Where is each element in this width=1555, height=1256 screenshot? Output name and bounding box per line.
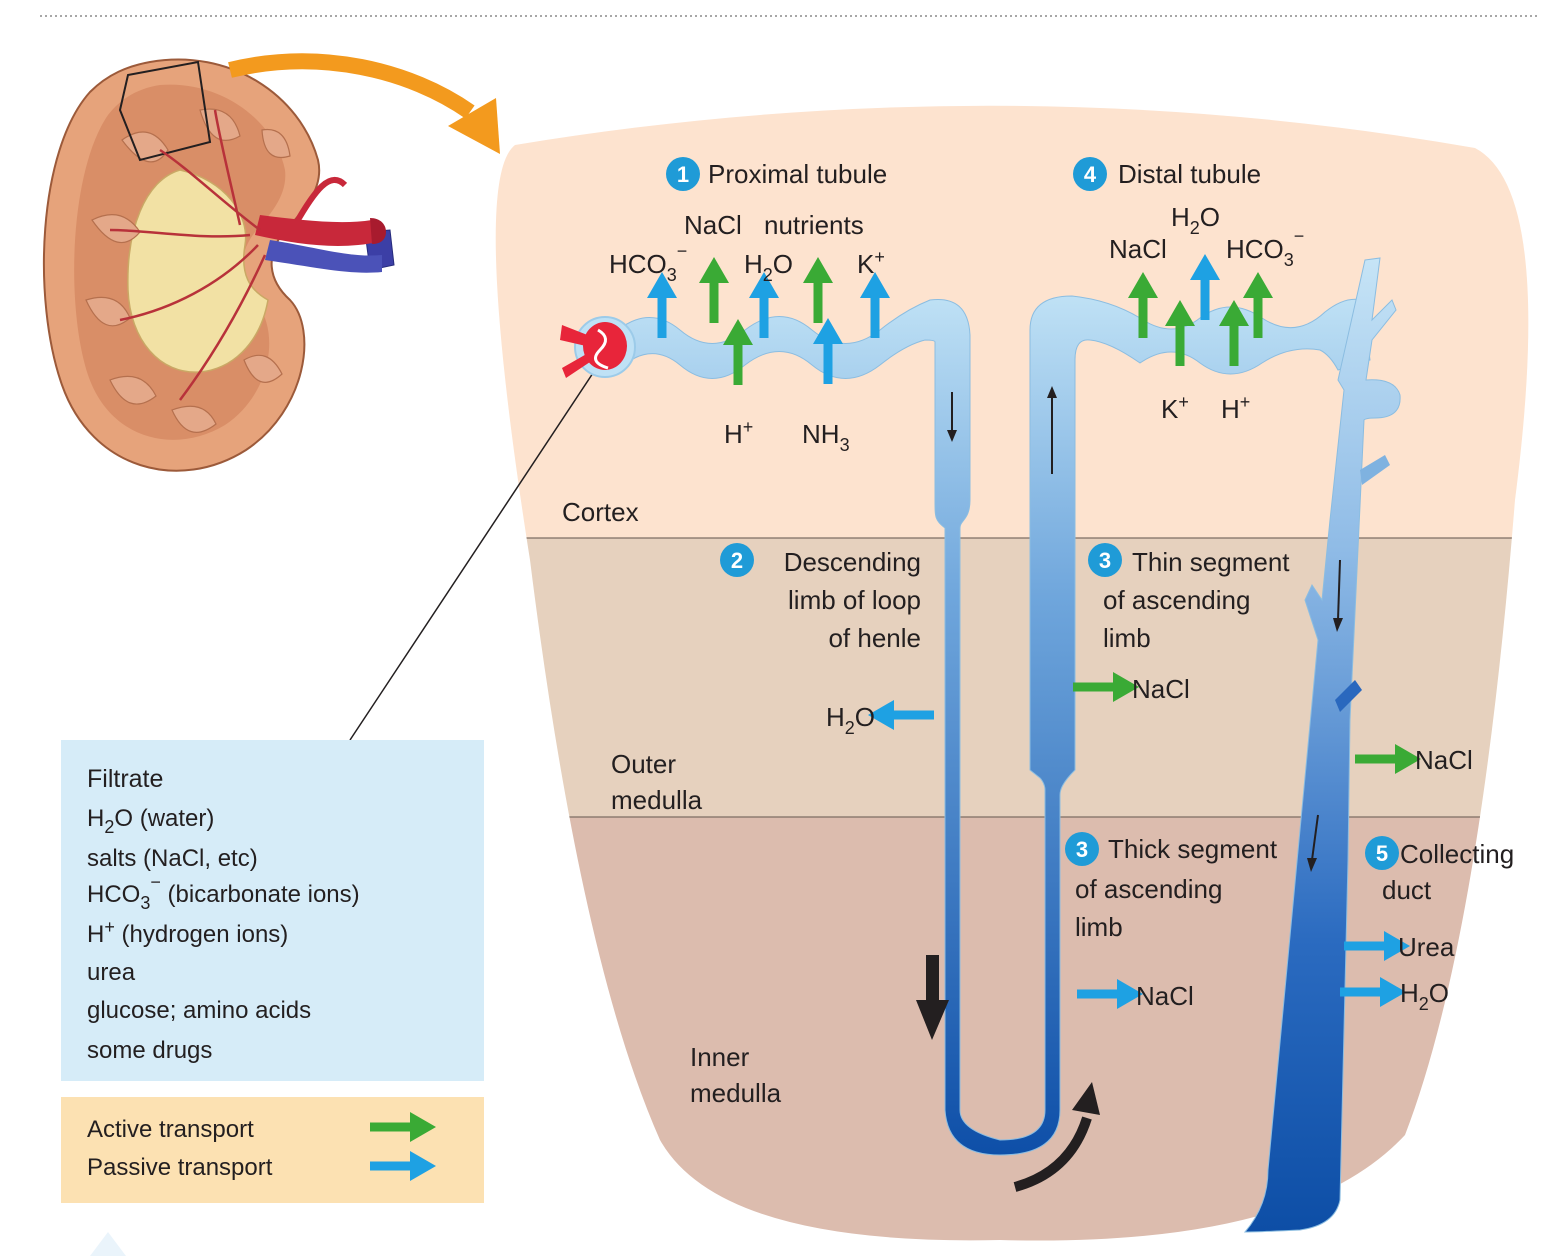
thick-segment-label-1: Thick segment xyxy=(1108,834,1278,864)
proximal-tubule-label: Proximal tubule xyxy=(708,159,887,189)
collecting-duct-label-2: duct xyxy=(1382,875,1432,905)
flow-arrows xyxy=(916,386,1343,1192)
thick-segment-label-2: of ascending xyxy=(1075,874,1222,904)
distal-tubule-label: Distal tubule xyxy=(1118,159,1261,189)
thick-segment-label-3: limb xyxy=(1075,912,1123,942)
label-nacl-thin: NaCl xyxy=(1132,674,1190,704)
kidney-highlight-frame xyxy=(118,60,212,162)
badge-5-number: 5 xyxy=(1376,841,1388,866)
nephron-tubule xyxy=(560,257,1401,1233)
label-nacl-proximal: NaCl xyxy=(684,210,742,240)
filtrate-drugs: some drugs xyxy=(87,1037,212,1064)
label-nh3: NH3 xyxy=(802,419,850,455)
cortex-label: Cortex xyxy=(562,497,639,527)
legend-box xyxy=(61,1097,484,1203)
thin-segment-label-3: limb xyxy=(1103,623,1151,653)
legend-passive-label: Passive transport xyxy=(87,1154,273,1181)
label-h2o-proximal: H2O xyxy=(744,249,793,285)
descending-label-1: Descending xyxy=(784,547,921,577)
thin-segment-label-2: of ascending xyxy=(1103,585,1250,615)
badge-4-number: 4 xyxy=(1084,162,1097,187)
badge-3-thin xyxy=(1088,543,1122,577)
badge-1 xyxy=(666,157,700,191)
filtrate-hydrogen: H+ (hydrogen ions) xyxy=(87,917,288,948)
label-nutrients: nutrients xyxy=(764,210,864,240)
inner-medulla-label-1: Inner xyxy=(690,1042,750,1072)
label-hco3-distal: HCO3− xyxy=(1226,226,1304,270)
label-urea-duct: Urea xyxy=(1398,932,1455,962)
thin-segment-label-1: Thin segment xyxy=(1132,547,1290,577)
corner-mark xyxy=(90,1232,126,1256)
badge-4 xyxy=(1073,157,1107,191)
label-k-distal: K+ xyxy=(1161,392,1189,424)
badge-2 xyxy=(720,543,754,577)
filtrate-box xyxy=(61,740,484,1081)
descending-label-2: limb of loop xyxy=(788,585,921,615)
filtrate-urea: urea xyxy=(87,959,136,986)
filtrate-glucose: glucose; amino acids xyxy=(87,997,311,1024)
filtrate-title: Filtrate xyxy=(87,765,163,793)
legend-active-label: Active transport xyxy=(87,1116,254,1143)
filtrate-water: H2O (water) xyxy=(87,805,214,837)
badge-3-thick xyxy=(1065,832,1099,866)
descending-label-3: of henle xyxy=(828,623,921,653)
label-k-proximal: K+ xyxy=(857,247,885,279)
collecting-duct xyxy=(1243,257,1401,1233)
label-h-distal: H+ xyxy=(1221,392,1250,424)
filtrate-bicarbonate: HCO3− (bicarbonate ions) xyxy=(87,872,360,913)
label-nacl-duct: NaCl xyxy=(1415,745,1473,775)
badge-3-thick-number: 3 xyxy=(1076,837,1088,862)
label-h2o-distal: H2O xyxy=(1171,202,1220,238)
badge-2-number: 2 xyxy=(731,548,743,573)
label-hco3-proximal: HCO3− xyxy=(609,241,687,285)
outer-medulla-label-1: Outer xyxy=(611,749,676,779)
label-nacl-thick: NaCl xyxy=(1136,981,1194,1011)
label-h-proximal: H+ xyxy=(724,417,753,449)
zoom-arrow xyxy=(228,53,475,119)
leader-line xyxy=(349,369,596,741)
label-nacl-distal: NaCl xyxy=(1109,234,1167,264)
kidney-illustration xyxy=(42,53,500,472)
label-h2o-descending: H2O xyxy=(826,702,875,738)
inner-medulla-label-2: medulla xyxy=(690,1078,782,1108)
label-h2o-duct: H2O xyxy=(1400,978,1449,1014)
collecting-duct-label-1: Collecting xyxy=(1400,839,1514,869)
badge-1-number: 1 xyxy=(677,162,689,187)
outer-medulla-label-2: medulla xyxy=(611,785,703,815)
filtrate-salts: salts (NaCl, etc) xyxy=(87,845,258,872)
badge-3-thin-number: 3 xyxy=(1099,548,1111,573)
badge-5 xyxy=(1365,836,1399,870)
